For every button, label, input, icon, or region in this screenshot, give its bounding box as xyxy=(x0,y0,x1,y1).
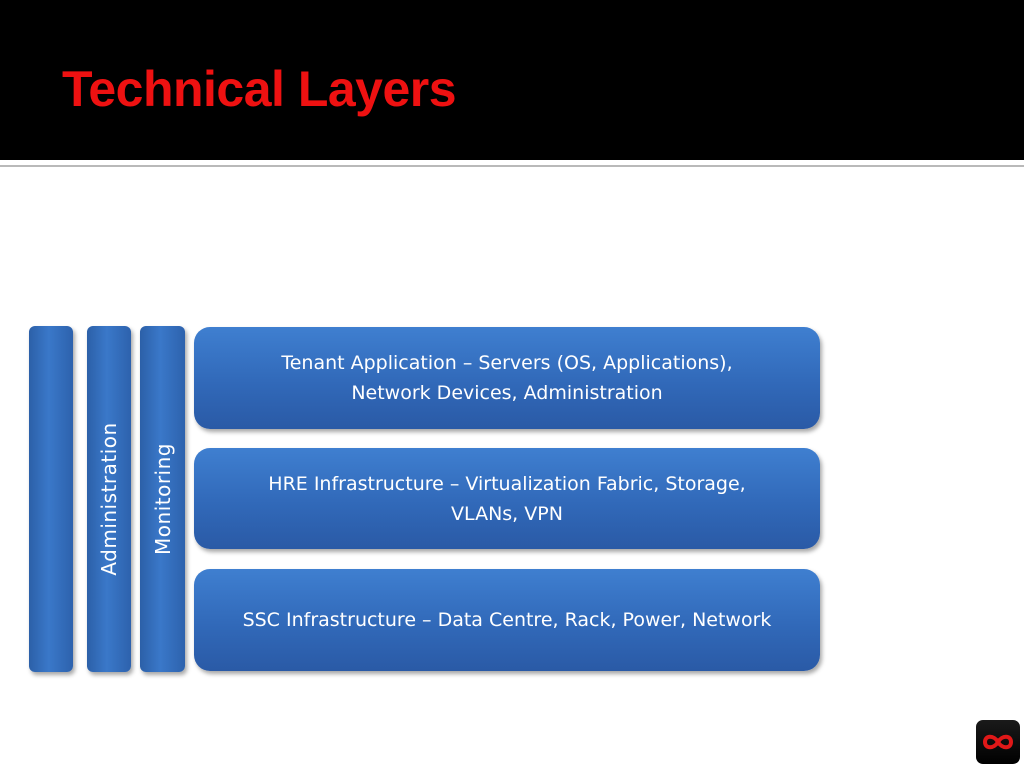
title-separator-white xyxy=(0,160,1024,164)
layer-tenant-application-text: Tenant Application – Servers (OS, Applic… xyxy=(281,352,733,404)
infinity-logo-icon xyxy=(976,720,1020,764)
layer-hre-infrastructure-text: HRE Infrastructure – Virtualization Fabr… xyxy=(268,472,746,525)
title-separator-line xyxy=(0,165,1024,167)
slide-title: Technical Layers xyxy=(62,61,457,117)
vertical-bar-1 xyxy=(29,326,73,672)
vertical-bar-monitoring-label: Monitoring xyxy=(150,443,175,555)
vertical-bar-monitoring: Monitoring xyxy=(140,326,185,672)
layer-tenant-application: Tenant Application – Servers (OS, Applic… xyxy=(194,327,820,429)
layer-hre-infrastructure: HRE Infrastructure – Virtualization Fabr… xyxy=(194,448,820,549)
title-bar: Technical Layers xyxy=(0,0,1024,160)
vertical-bar-administration: Administration xyxy=(87,326,131,672)
layer-ssc-infrastructure-text: SSC Infrastructure – Data Centre, Rack, … xyxy=(242,609,772,631)
layer-ssc-infrastructure: SSC Infrastructure – Data Centre, Rack, … xyxy=(194,569,820,671)
vertical-bar-administration-label: Administration xyxy=(97,422,121,576)
infinity-logo-glyph xyxy=(982,734,1014,750)
